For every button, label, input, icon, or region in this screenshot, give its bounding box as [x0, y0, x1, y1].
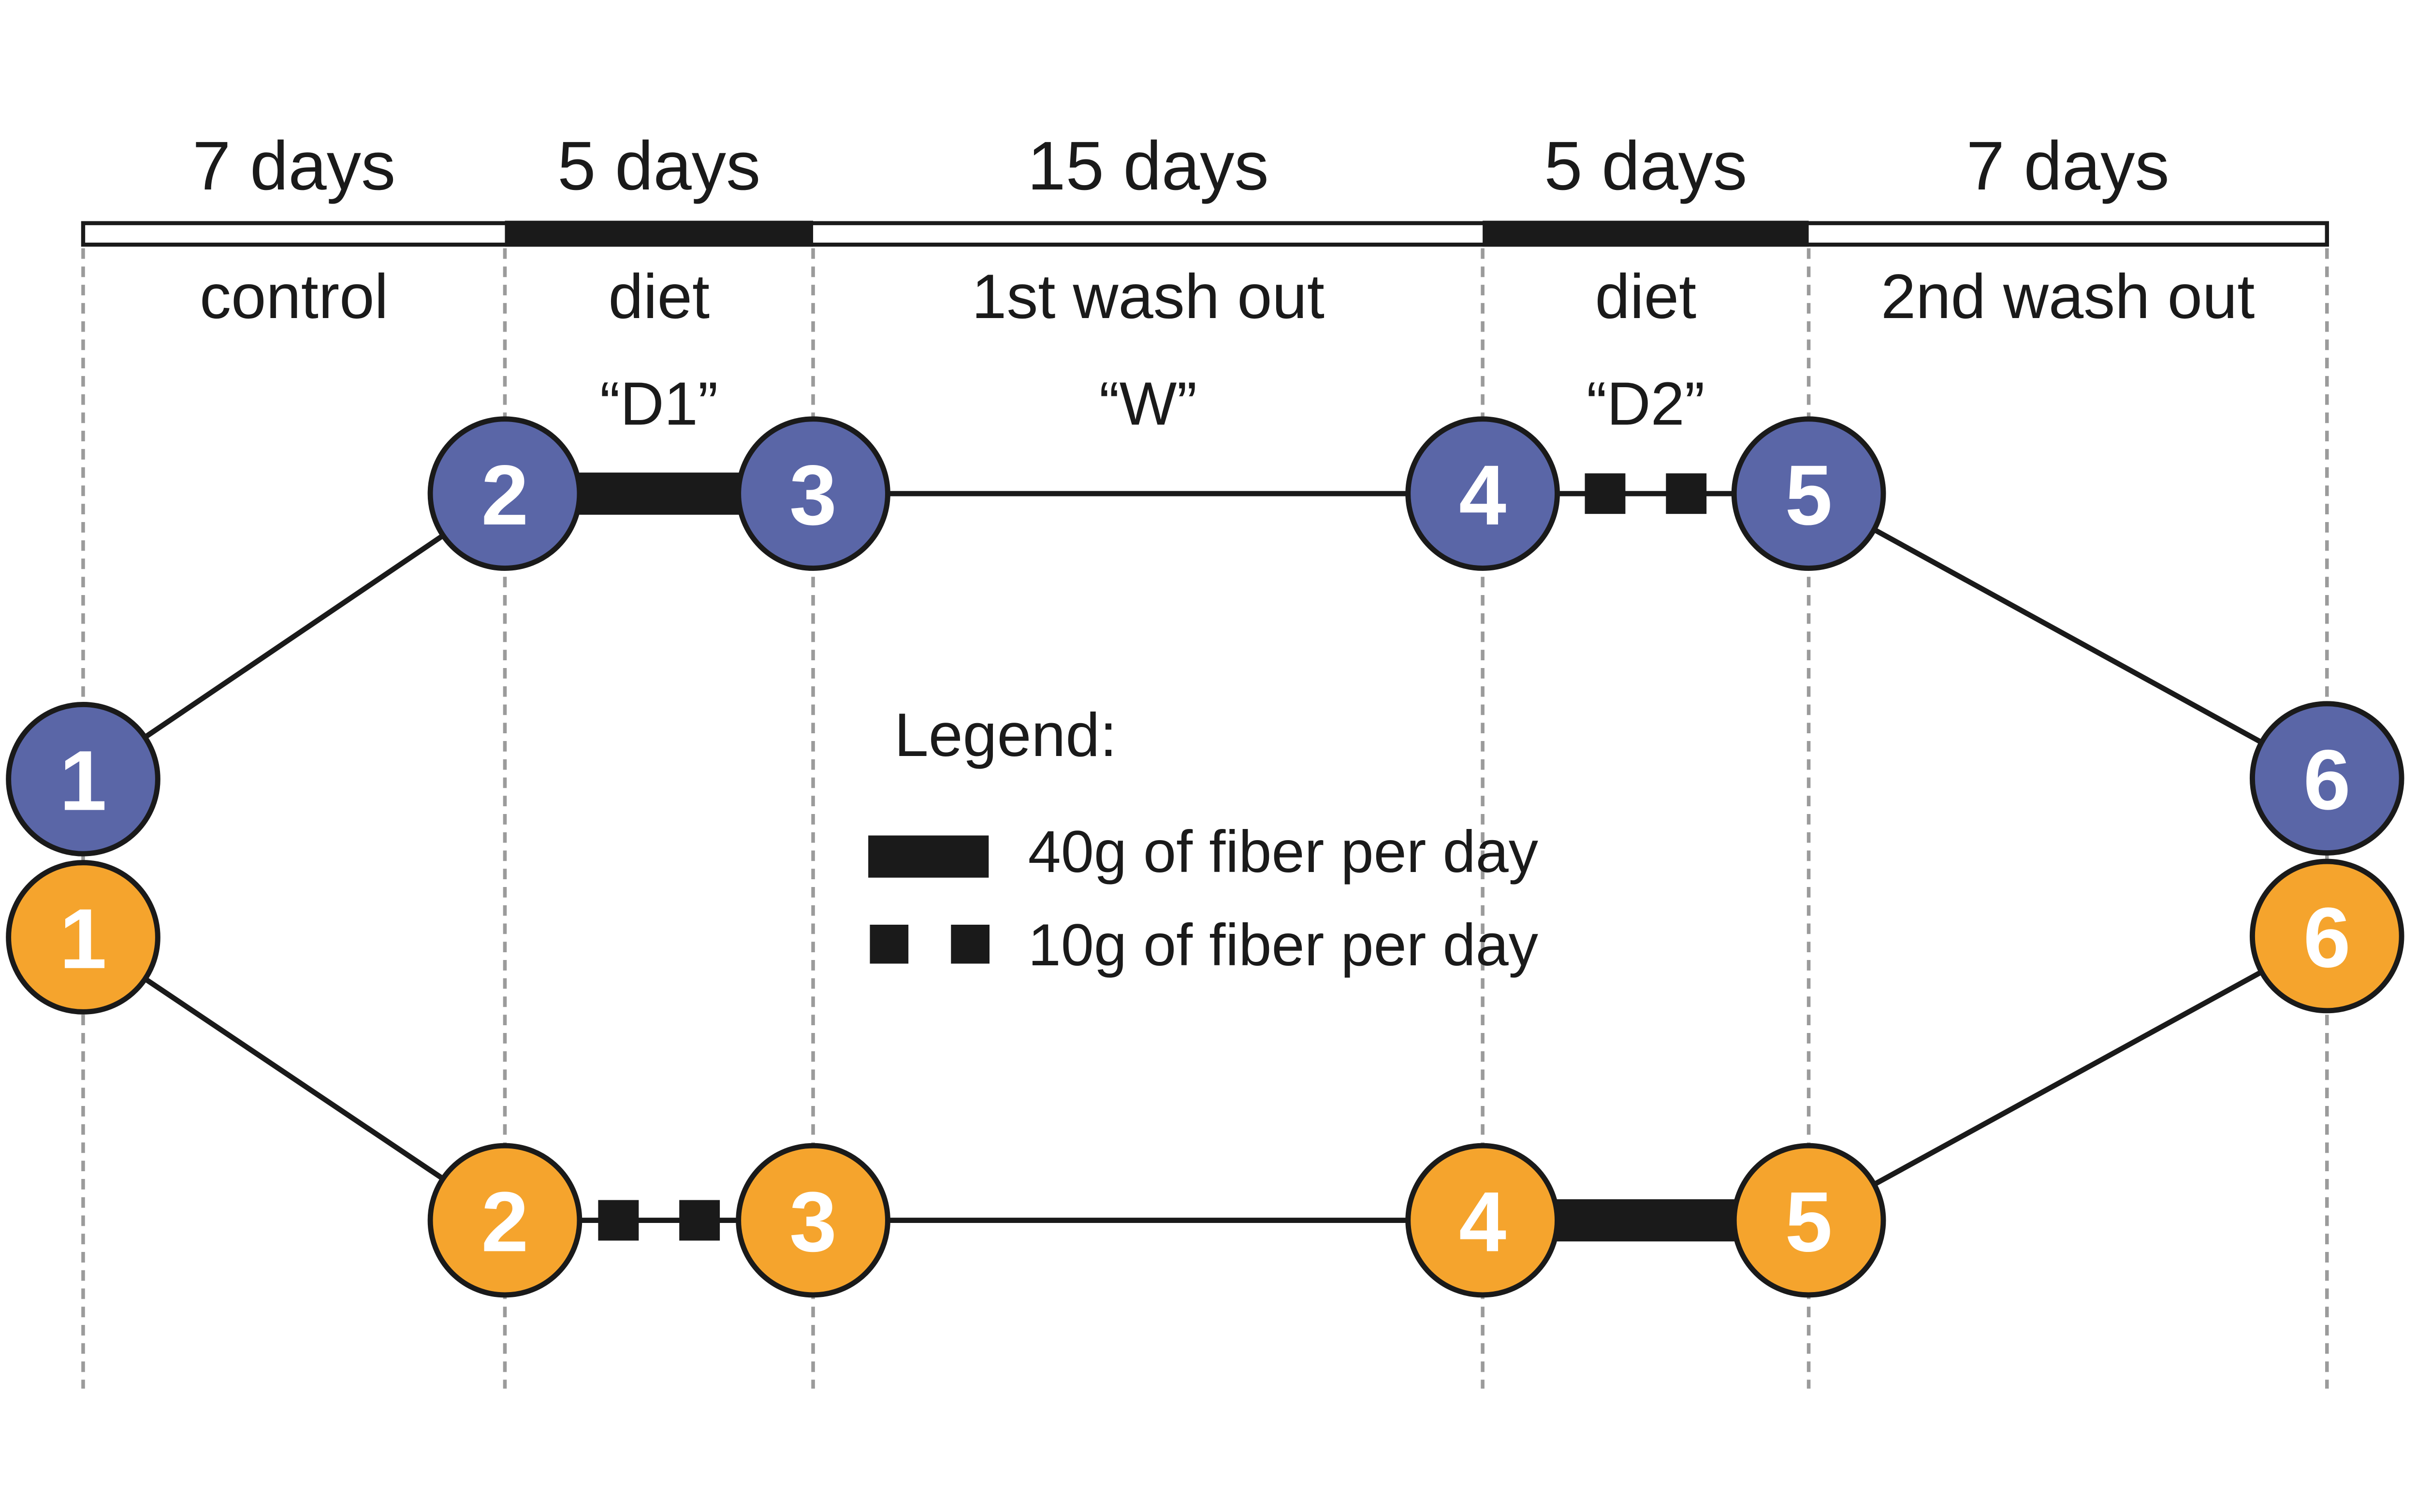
duration-label-washout1: 15 days: [1027, 128, 1268, 204]
orange-node-number: 6: [2303, 890, 2351, 985]
orange-connector-1-2: [81, 935, 507, 1223]
diet2-bar-segment: [1483, 220, 1809, 247]
orange-visit-node-5: [1731, 1143, 1886, 1298]
blue-visit-node-4: [1405, 416, 1560, 571]
legend-label-40g: 40g of fiber per day: [1028, 818, 1538, 885]
diet1-bar-segment: [505, 220, 814, 247]
phase-label-diet1: diet: [608, 261, 710, 332]
orange-node-number: 1: [59, 892, 107, 987]
low-fiber-square-icon: [1585, 473, 1626, 514]
duration-label-diet1: 5 days: [557, 128, 760, 204]
orange-visit-node-4: [1405, 1143, 1560, 1298]
blue-visit-node-2: [427, 416, 582, 571]
blue-visit-node-3: [736, 416, 890, 571]
blue-node-number: 4: [1459, 448, 1506, 543]
phase-label-washout2: 2nd wash out: [1881, 261, 2255, 332]
timeline: 7 days 5 days 15 days 5 days 7 days cont…: [81, 128, 2329, 438]
blue-visit-node-6: [2249, 701, 2404, 856]
low-fiber-square-icon: [679, 1200, 720, 1241]
study-period-bar: [81, 221, 2329, 247]
blue-connector-1-2: [81, 491, 507, 782]
orange-connector-5-6: [1807, 933, 2329, 1223]
blue-node-number: 5: [1785, 448, 1833, 543]
blue-node-number: 1: [59, 734, 107, 829]
phase-label-washout1: 1st wash out: [972, 261, 1325, 332]
orange-visit-node-6: [2249, 858, 2404, 1014]
orange-visit-node-2: [427, 1143, 582, 1298]
orange-visit-node-3: [736, 1143, 890, 1298]
orange-node-number: 4: [1459, 1175, 1506, 1269]
blue-node-number: 2: [481, 448, 528, 543]
thick-bar-icon: [868, 835, 989, 878]
period-code-d1: “D1”: [600, 370, 718, 438]
orange-node-number: 3: [789, 1175, 837, 1269]
low-fiber-square-icon: [598, 1200, 639, 1241]
orange-node-number: 2: [481, 1175, 528, 1269]
blue-node-number: 3: [789, 448, 837, 543]
blue-connector-5-6: [1807, 491, 2329, 781]
blue-arm: 1 2 3 4 5 6: [6, 416, 2404, 857]
low-fiber-square-icon: [1666, 473, 1707, 514]
duration-label-washout2: 7 days: [1966, 128, 2169, 204]
orange-node-number: 5: [1785, 1175, 1833, 1269]
legend: Legend: 40g of fiber per day 10g of fibe…: [868, 701, 1538, 978]
duration-label-control: 7 days: [192, 128, 395, 204]
legend-title: Legend:: [894, 701, 1117, 770]
blue-node-number: 6: [2303, 733, 2351, 828]
two-squares-icon: [951, 924, 990, 964]
two-squares-icon: [870, 924, 909, 964]
blue-visit-node-1: [6, 702, 160, 857]
period-code-d2: “D2”: [1587, 370, 1705, 438]
orange-visit-node-1: [6, 860, 160, 1015]
phase-label-diet2: diet: [1595, 261, 1697, 332]
orange-arm: 1 2 3 4 5 6: [6, 858, 2404, 1298]
blue-visit-node-5: [1731, 416, 1886, 571]
period-code-w: “W”: [1099, 370, 1197, 438]
phase-label-control: control: [200, 261, 388, 332]
legend-label-10g: 10g of fiber per day: [1028, 912, 1538, 978]
duration-label-diet2: 5 days: [1544, 128, 1747, 204]
